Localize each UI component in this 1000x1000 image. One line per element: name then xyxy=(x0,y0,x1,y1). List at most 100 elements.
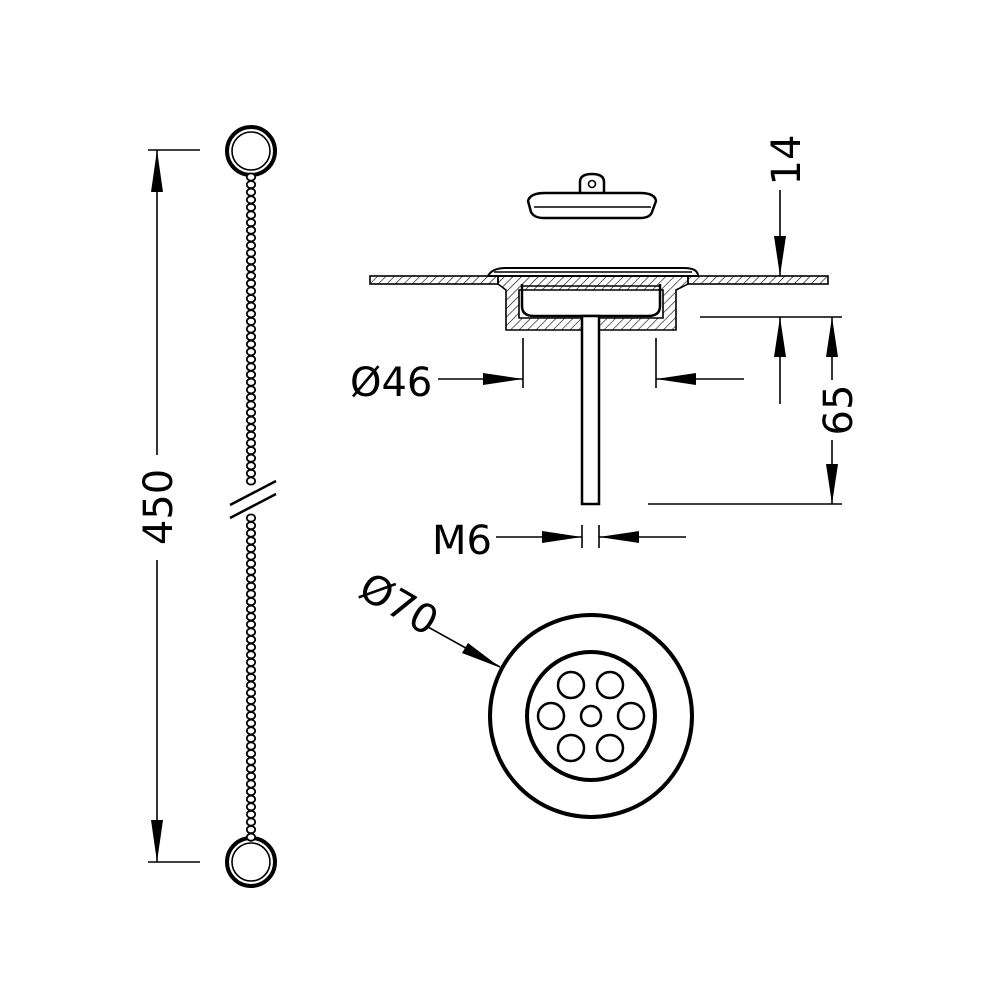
chain-length-dimension: 450 xyxy=(136,149,200,863)
chain-bead xyxy=(245,408,257,418)
chain-bead xyxy=(245,172,257,182)
chain-bead xyxy=(245,787,257,797)
flange-outer-circle xyxy=(488,613,694,819)
chain-bead xyxy=(245,294,257,304)
chain-bead xyxy=(245,248,257,258)
grate-top-view xyxy=(488,613,694,819)
chain-bead xyxy=(245,271,257,281)
chain-bead xyxy=(245,650,257,660)
grate-hole xyxy=(616,701,646,731)
chain-bead xyxy=(245,733,257,743)
grate-hole xyxy=(536,701,566,731)
chain-bead xyxy=(245,695,257,705)
chain-assembly xyxy=(225,125,277,888)
flange-diameter-label: Ø70 xyxy=(351,564,445,645)
chain-bead xyxy=(245,218,257,228)
chain-bead xyxy=(245,438,257,448)
chain-bead xyxy=(245,779,257,789)
chain-bottom-ring xyxy=(225,836,277,888)
chain-bead xyxy=(245,225,257,235)
sink-surface-left xyxy=(369,275,499,285)
chain-beads xyxy=(245,172,257,842)
chain-bead xyxy=(245,377,257,387)
chain-bead xyxy=(245,370,257,380)
chain-bead xyxy=(245,749,257,759)
body-depth-dimension: 65 xyxy=(648,316,862,505)
chain-bead xyxy=(245,332,257,342)
chain-bead xyxy=(245,726,257,736)
chain-bead xyxy=(245,430,257,440)
chain-bead xyxy=(245,612,257,622)
chain-bead xyxy=(245,476,257,486)
body-depth-label: 65 xyxy=(816,385,862,436)
chain-bead xyxy=(245,180,257,190)
waste-section xyxy=(369,267,829,506)
chain-bead xyxy=(245,543,257,553)
chain-bead xyxy=(245,354,257,364)
chain-bead xyxy=(245,665,257,675)
chain-bead xyxy=(245,415,257,425)
chain-bead xyxy=(245,461,257,471)
grate-hole xyxy=(556,670,586,700)
chain-bead xyxy=(245,794,257,804)
chain-bead xyxy=(245,233,257,243)
chain-bead xyxy=(245,263,257,273)
body-diameter-dimension: Ø46 xyxy=(350,338,744,406)
chain-bead xyxy=(245,324,257,334)
chain-bead xyxy=(245,195,257,205)
chain-bead xyxy=(245,400,257,410)
chain-bead xyxy=(245,210,257,220)
chain-bead xyxy=(245,559,257,569)
chain-bead xyxy=(245,278,257,288)
chain-bead xyxy=(245,741,257,751)
grate-hole xyxy=(579,704,603,728)
chain-bead xyxy=(245,513,257,523)
chain-bead xyxy=(245,771,257,781)
chain-bead xyxy=(245,551,257,561)
stopper-plug xyxy=(526,172,658,220)
chain-bead xyxy=(245,604,257,614)
chain-bead xyxy=(245,635,257,645)
chain-bead xyxy=(245,392,257,402)
chain-bead xyxy=(245,627,257,637)
chain-bead xyxy=(245,423,257,433)
chain-bead xyxy=(245,581,257,591)
chain-bead xyxy=(245,619,257,629)
chain-bead xyxy=(245,256,257,266)
chain-top-ring xyxy=(225,125,277,177)
chain-bead xyxy=(245,521,257,531)
chain-bead xyxy=(245,802,257,812)
thread-label: M6 xyxy=(432,518,492,564)
chain-bead xyxy=(245,301,257,311)
chain-bead xyxy=(245,597,257,607)
thread-dimension: M6 xyxy=(432,518,686,564)
chain-bead xyxy=(245,718,257,728)
chain-bead xyxy=(245,825,257,835)
chain-bead xyxy=(245,362,257,372)
chain-bead xyxy=(245,385,257,395)
chain-length-label: 450 xyxy=(136,469,182,545)
chain-bead xyxy=(245,764,257,774)
chain-bead xyxy=(245,347,257,357)
chain-bead xyxy=(245,309,257,319)
chain-bead xyxy=(245,711,257,721)
chain-bead xyxy=(245,536,257,546)
chain-bead xyxy=(245,673,257,683)
chain-bead xyxy=(245,680,257,690)
chain-bead xyxy=(245,286,257,296)
chain-bead xyxy=(245,566,257,576)
chain-bead xyxy=(245,657,257,667)
lip-height-label: 14 xyxy=(764,135,810,186)
chain-bead xyxy=(245,446,257,456)
chain-bead xyxy=(245,817,257,827)
grate-hole xyxy=(556,733,586,763)
body-diameter-label: Ø46 xyxy=(350,360,432,406)
grate-circle xyxy=(525,650,657,782)
chain-bead xyxy=(245,316,257,326)
flange-diameter-dimension: Ø70 xyxy=(351,564,501,668)
lip-height-dimension: 14 xyxy=(764,135,810,276)
chain-bead xyxy=(245,528,257,538)
sink-surface-right xyxy=(687,275,829,285)
chain-bead xyxy=(245,756,257,766)
